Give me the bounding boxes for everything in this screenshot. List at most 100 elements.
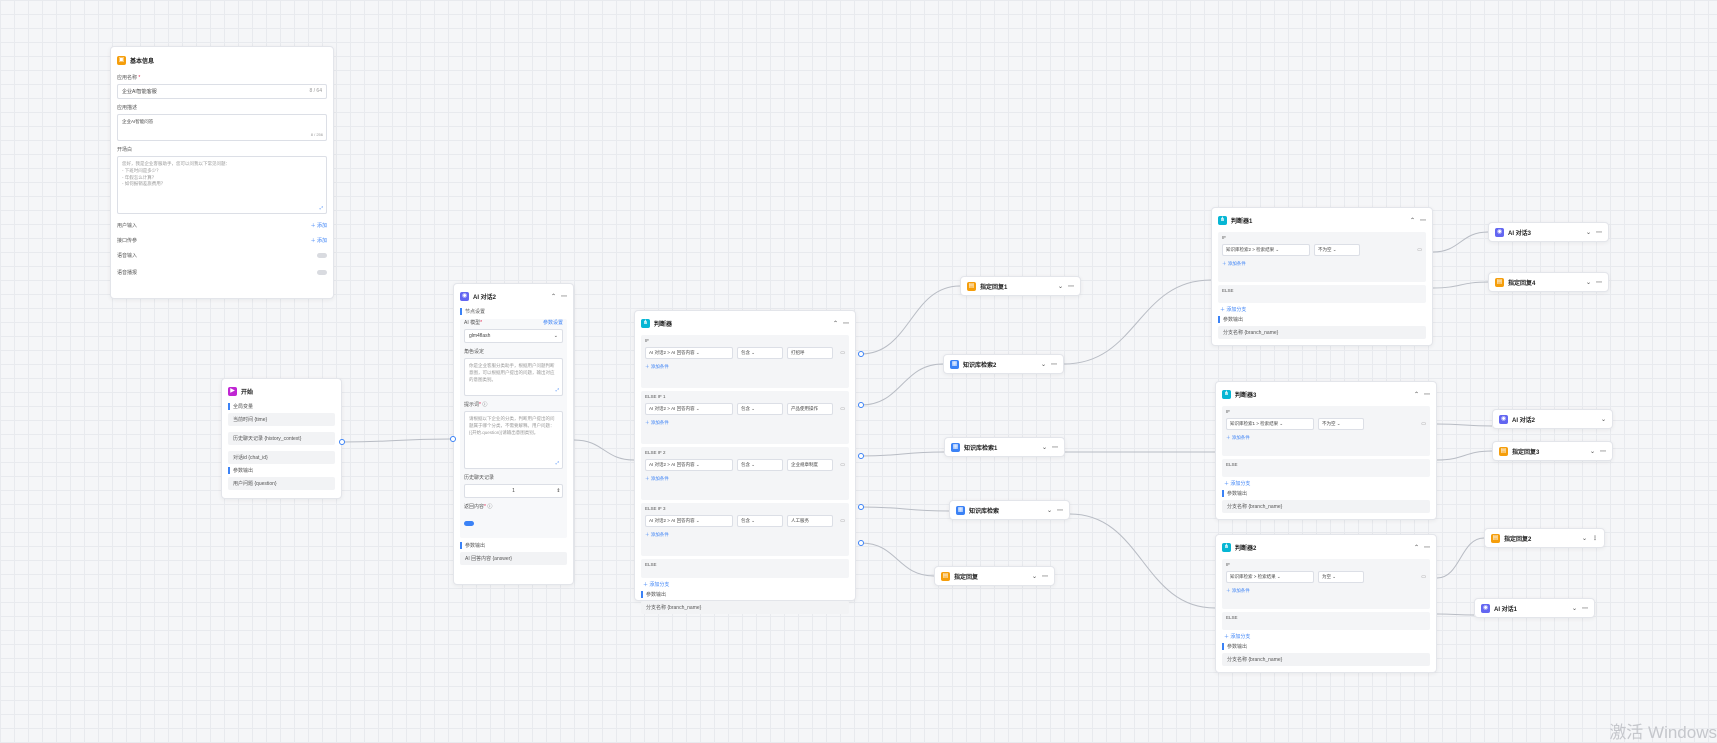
- chevron-down-icon[interactable]: ⌄: [1600, 416, 1606, 423]
- stepper-icon[interactable]: ⇕: [556, 488, 561, 494]
- collapse-icon[interactable]: ⌃: [550, 293, 556, 300]
- prompt-input[interactable]: 请根据以下企业的分类，判断用户提出的问题属于哪个分类，不需要解释。用户问题：{{…: [464, 411, 563, 469]
- condition-field-select[interactable]: AI 对话2 > AI 回答内容 ⌄: [645, 347, 733, 359]
- return-toggle[interactable]: [464, 521, 474, 526]
- condition-operator-select[interactable]: 为空 ⌄: [1318, 571, 1364, 583]
- answer-node[interactable]: ▤指定回复⌄⋯: [934, 566, 1055, 586]
- chevron-down-icon[interactable]: ⌄: [1046, 507, 1052, 514]
- opening-input[interactable]: 您好，我是企业客服助手，您可以问我以下常见问题： - 下班时间是多少？ - 年假…: [117, 156, 327, 214]
- add-condition-button[interactable]: ＋ 添加条件: [1226, 588, 1250, 593]
- delete-icon[interactable]: ▭: [1421, 574, 1426, 580]
- condition-value-input[interactable]: 人工服务: [787, 515, 833, 527]
- condition-field-select[interactable]: AI 对话2 > AI 回答内容 ⌄: [645, 515, 733, 527]
- more-icon[interactable]: ⋮: [1592, 535, 1598, 542]
- more-icon[interactable]: ⋯: [1596, 279, 1602, 286]
- judge-port-elseif2[interactable]: [858, 453, 864, 459]
- ai-chat-node-main[interactable]: ◉AI 对话2⌃⋯ 节点设置 AI 模型*参数设置 glm4flash⌄ 角色设…: [453, 283, 574, 585]
- collapse-icon[interactable]: ⌃: [1409, 217, 1415, 224]
- ai-chat-node-3[interactable]: ◉AI 对话3⌄⋯: [1488, 222, 1609, 242]
- model-select[interactable]: glm4flash⌄: [464, 329, 563, 343]
- chevron-down-icon[interactable]: ⌄: [1571, 605, 1577, 612]
- ai-chat-node-2[interactable]: ◉AI 对话2⌄: [1492, 409, 1613, 429]
- add-branch-button[interactable]: ＋ 添加分支: [643, 582, 670, 588]
- condition-field-select[interactable]: 知识库检索 > 检索结果 ⌄: [1226, 571, 1314, 583]
- more-icon[interactable]: ⋯: [561, 293, 567, 300]
- expand-icon[interactable]: ⤢: [319, 205, 323, 210]
- role-input[interactable]: 你是企业客服分类助手，根据用户问题判断意图，可以根据用户提出的问题，输出对应的意…: [464, 358, 563, 396]
- condition-operator-select[interactable]: 包含 ⌄: [737, 459, 783, 471]
- chevron-down-icon[interactable]: ⌄: [1040, 361, 1046, 368]
- delete-icon[interactable]: ▭: [840, 350, 845, 356]
- voice-input-toggle[interactable]: [317, 253, 327, 258]
- more-icon[interactable]: ⋯: [1052, 444, 1058, 451]
- condition-value-input[interactable]: 打招呼: [787, 347, 833, 359]
- chevron-down-icon[interactable]: ⌄: [1589, 448, 1595, 455]
- start-out-port[interactable]: [339, 439, 345, 445]
- start-node[interactable]: ▶开始 全局变量 当前时间 {time} 历史聊天记录 {history_con…: [221, 378, 342, 499]
- more-icon[interactable]: ⋯: [843, 320, 849, 327]
- delete-icon[interactable]: ▭: [840, 518, 845, 524]
- more-icon[interactable]: ⋯: [1424, 544, 1430, 551]
- ai-main-in-port[interactable]: [450, 436, 456, 442]
- more-icon[interactable]: ⋯: [1582, 605, 1588, 612]
- condition-value-input[interactable]: 产品使用操作: [787, 403, 833, 415]
- add-condition-button[interactable]: ＋ 添加条件: [645, 532, 669, 537]
- answer-node-1[interactable]: ▤指定回复1⌄⋯: [960, 276, 1081, 296]
- kb-node-2[interactable]: ▦知识库检索2⌄⋯: [943, 354, 1064, 374]
- model-params-link[interactable]: 参数设置: [542, 320, 563, 326]
- judge-port-elseif3[interactable]: [858, 504, 864, 510]
- condition-value-input[interactable]: 企业规章制度: [787, 459, 833, 471]
- chevron-down-icon[interactable]: ⌄: [1041, 444, 1047, 451]
- more-icon[interactable]: ⋯: [1596, 229, 1602, 236]
- kb-node[interactable]: ▦知识库检索⌄⋯: [949, 500, 1070, 520]
- more-icon[interactable]: ⋯: [1420, 217, 1426, 224]
- condition-field-select[interactable]: AI 对话2 > AI 回答内容 ⌄: [645, 459, 733, 471]
- more-icon[interactable]: ⋯: [1600, 448, 1606, 455]
- voice-playback-toggle[interactable]: [317, 270, 327, 275]
- condition-operator-select[interactable]: 包含 ⌄: [737, 515, 783, 527]
- add-branch-button[interactable]: ＋ 添加分支: [1224, 634, 1251, 640]
- expand-icon[interactable]: ⤢: [555, 460, 559, 465]
- add-condition-button[interactable]: ＋ 添加条件: [1226, 435, 1250, 440]
- expand-icon[interactable]: ⤢: [555, 387, 559, 392]
- interface-param-add-button[interactable]: ＋ 添加: [310, 238, 327, 244]
- answer-node-2[interactable]: ▤指定回复2⌄⋮: [1484, 528, 1605, 548]
- condition-operator-select[interactable]: 包含 ⌄: [737, 347, 783, 359]
- chevron-down-icon[interactable]: ⌄: [1585, 279, 1591, 286]
- condition-operator-select[interactable]: 不为空 ⌄: [1314, 244, 1360, 256]
- chevron-down-icon[interactable]: ⌄: [1057, 283, 1063, 290]
- condition-field-select[interactable]: 知识库检索1 > 检索结果 ⌄: [1226, 418, 1314, 430]
- more-icon[interactable]: ⋯: [1424, 391, 1430, 398]
- add-branch-button[interactable]: ＋ 添加分支: [1224, 481, 1251, 487]
- condition-operator-select[interactable]: 包含 ⌄: [737, 403, 783, 415]
- ai-chat-node-1[interactable]: ◉AI 对话1⌄⋯: [1474, 598, 1595, 618]
- collapse-icon[interactable]: ⌃: [832, 320, 838, 327]
- more-icon[interactable]: ⋯: [1068, 283, 1074, 290]
- add-condition-button[interactable]: ＋ 添加条件: [1222, 261, 1246, 266]
- more-icon[interactable]: ⋯: [1051, 361, 1057, 368]
- judge-port-else[interactable]: [858, 540, 864, 546]
- condition-field-select[interactable]: 知识库检索2 > 检索结果 ⌄: [1222, 244, 1310, 256]
- chevron-down-icon[interactable]: ⌄: [1581, 535, 1587, 542]
- condition-operator-select[interactable]: 不为空 ⌄: [1318, 418, 1364, 430]
- add-condition-button[interactable]: ＋ 添加条件: [645, 364, 669, 369]
- add-branch-button[interactable]: ＋ 添加分支: [1220, 307, 1247, 313]
- kb-node-1[interactable]: ▦知识库检索1⌄⋯: [944, 437, 1065, 457]
- more-icon[interactable]: ⋯: [1057, 507, 1063, 514]
- add-condition-button[interactable]: ＋ 添加条件: [645, 420, 669, 425]
- more-icon[interactable]: ⋯: [1042, 573, 1048, 580]
- delete-icon[interactable]: ▭: [840, 406, 845, 412]
- chevron-down-icon[interactable]: ⌄: [1031, 573, 1037, 580]
- delete-icon[interactable]: ▭: [1421, 421, 1426, 427]
- chevron-down-icon[interactable]: ⌄: [1585, 229, 1591, 236]
- judge-port-if[interactable]: [858, 351, 864, 357]
- judge-port-elseif1[interactable]: [858, 402, 864, 408]
- user-input-add-button[interactable]: ＋ 添加: [310, 223, 327, 229]
- collapse-icon[interactable]: ⌃: [1413, 391, 1419, 398]
